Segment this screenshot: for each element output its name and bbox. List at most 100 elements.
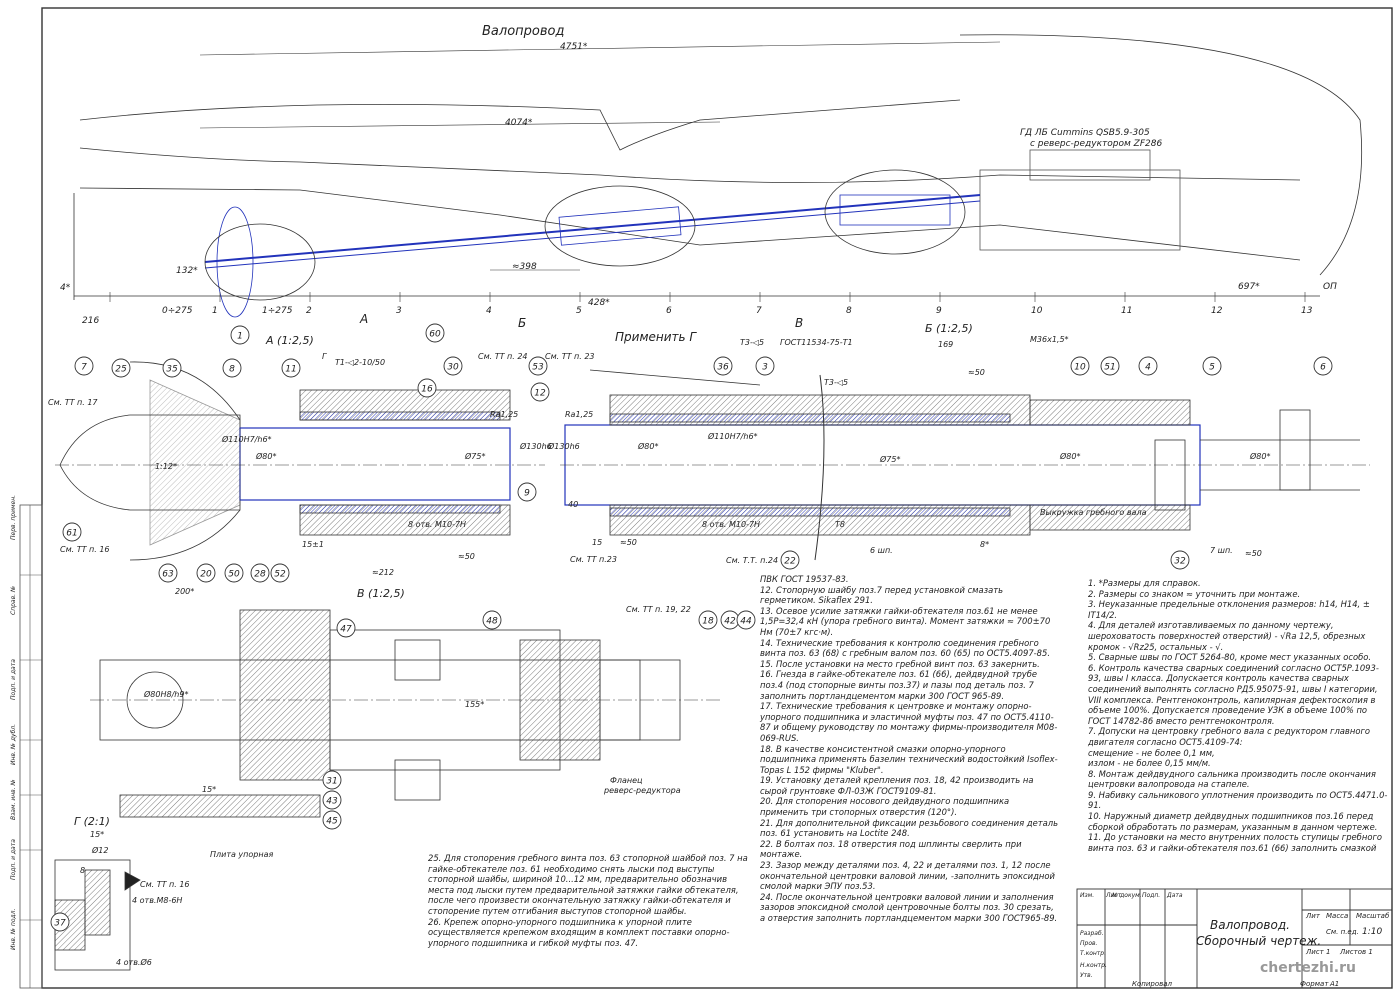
callout-circle — [528, 356, 548, 376]
title-block-cell: Изм. — [1080, 892, 1095, 899]
dimension-label: 132* — [176, 266, 198, 276]
view-A-note: 15±1 — [302, 540, 324, 549]
callout-circle — [1313, 356, 1333, 376]
format-label: Формат — [1300, 980, 1329, 988]
callout-number: 16 — [421, 385, 433, 395]
frame-number: 9 — [936, 306, 942, 316]
callout-circle — [1202, 356, 1222, 376]
callout-circle — [322, 790, 342, 810]
callout-circle — [322, 810, 342, 830]
title-block-cell: Подп. — [1142, 892, 1161, 899]
view-B-note: ≈50 — [620, 538, 637, 547]
title-block-cell: Т.контр. — [1080, 950, 1107, 957]
dimension-label: 4074* — [505, 118, 533, 128]
callout-circle — [517, 482, 537, 502]
callout-circle — [530, 382, 550, 402]
scale-header: Масштаб — [1356, 912, 1390, 920]
view-B-note: Ø80* — [638, 442, 659, 451]
frame-number: 10 — [1031, 306, 1043, 316]
view-G-title: Г (2:1) — [74, 815, 110, 828]
callout-circle — [62, 522, 82, 542]
frame-number: 8 — [846, 306, 852, 316]
callout-circle — [158, 563, 178, 583]
op-label: ОП — [1323, 282, 1337, 292]
requirement-line: 2. Размеры со знаком ≈ уточнить при монт… — [1088, 588, 1301, 599]
title-block-cell: Утв. — [1080, 972, 1093, 979]
view-G-note: Ø12 — [92, 846, 109, 855]
view-V-title: В (1:2,5) — [357, 587, 405, 600]
view-A-note: Т1-◁2-10/50 — [335, 358, 386, 367]
view-B-note: ≈50 — [968, 368, 985, 377]
callout-circle — [417, 378, 437, 398]
view-A-note: См. ТТ п. 17 — [48, 398, 98, 407]
view-B-title: Б (1:2,5) — [925, 322, 973, 335]
view-B-note: ГОСТ11534-75-Т1 — [780, 338, 853, 347]
requirement-line: 1. *Размеры для справок. — [1088, 578, 1201, 588]
callout-number: 44 — [740, 617, 752, 627]
title-line-1: Валопровод. — [1210, 918, 1290, 932]
callout-number: 18 — [702, 617, 714, 627]
view-V-note: 200* — [175, 587, 195, 596]
copy-label: Копировал — [1132, 980, 1172, 988]
view-A-note: См. ТТ п. 16 — [60, 545, 110, 554]
title-block-cell: Разраб. — [1080, 930, 1104, 937]
view-G — [54, 859, 141, 971]
callout-circle — [250, 563, 270, 583]
view-A-note: 8 отв. М10-7Н — [408, 520, 467, 529]
view-marker-B: Б — [518, 316, 527, 330]
view-G-note: 4 отв.М8-6Н — [132, 896, 183, 905]
title-block-cell: Лист — [1106, 892, 1122, 899]
callout-number: 35 — [166, 365, 178, 375]
side-strip-label: Перв. примен. — [10, 494, 17, 540]
view-B-note: 15 — [592, 538, 603, 547]
dimension-label: ≈398 — [512, 262, 537, 272]
view-A-note: Ø130h6 — [520, 442, 552, 451]
view-A-note: 1:12* — [155, 462, 177, 471]
callout-circle — [281, 358, 301, 378]
view-B-note: Ø75* — [880, 455, 901, 464]
view-V-note: Фланец — [610, 776, 643, 785]
view-B-note: 8* — [980, 540, 990, 549]
callout-number: 63 — [162, 570, 174, 580]
callout-circle — [482, 610, 502, 630]
callout-number: 48 — [486, 617, 498, 627]
view-G-note: 8 — [80, 866, 86, 875]
requirement-line: смещение - не более 0,1 мм, — [1088, 747, 1215, 758]
view-B-note: Ra1,25 — [565, 410, 594, 419]
requirement-line: излом - не более 0,15 мм/м. — [1088, 758, 1211, 769]
callout-circle — [1138, 356, 1158, 376]
view-B-note: См. Т.Т. п.24 — [726, 556, 779, 565]
view-B-note: Т3-◁5 — [824, 378, 849, 387]
requirement-line: 8. Монтаж дейдвудного сальника производи… — [1088, 768, 1376, 790]
callout-number: 12 — [534, 389, 546, 399]
callout-circle — [1170, 550, 1190, 570]
callout-circle — [230, 325, 250, 345]
requirement-line: ПВК ГОСТ 19537-83. — [760, 574, 849, 584]
requirement-line: 21. Для дополнительной фиксации резьбово… — [760, 817, 1059, 839]
requirement-line: 4. Для деталей изготавливаемых по данном… — [1088, 620, 1366, 652]
side-strip-label: Подп. и дата — [10, 659, 17, 700]
view-V-note: Плита упорная — [210, 850, 274, 859]
view-A-note: ≈212 — [372, 568, 394, 577]
callout-circle — [322, 770, 342, 790]
title-line-2: Сборочный чертеж. — [1196, 934, 1322, 948]
view-G-note: 15* — [90, 830, 105, 839]
view-A-note: Ø75* — [465, 452, 486, 461]
requirement-line: 6. Контроль качества сварных соединений … — [1088, 662, 1379, 726]
view-B-note: 169 — [938, 340, 954, 349]
view-A-note: Г — [322, 352, 327, 361]
callout-number: 43 — [326, 797, 338, 807]
view-V-note: 155* — [465, 700, 485, 709]
frame-number: 3 — [396, 306, 402, 316]
requirement-line: 24. После окончательной центровки валово… — [760, 891, 1058, 923]
callout-number: 6 — [1320, 363, 1326, 373]
side-strip-label: Взам. инв. № — [10, 779, 17, 820]
callout-circle — [270, 563, 290, 583]
requirement-line: 26. Крепеж опорно-упорного подшипника к … — [428, 916, 730, 948]
frame-number: 12 — [1211, 306, 1223, 316]
callout-number: 31 — [326, 777, 337, 787]
mass-value: См. п.ед. — [1326, 928, 1359, 936]
callout-circle — [74, 356, 94, 376]
